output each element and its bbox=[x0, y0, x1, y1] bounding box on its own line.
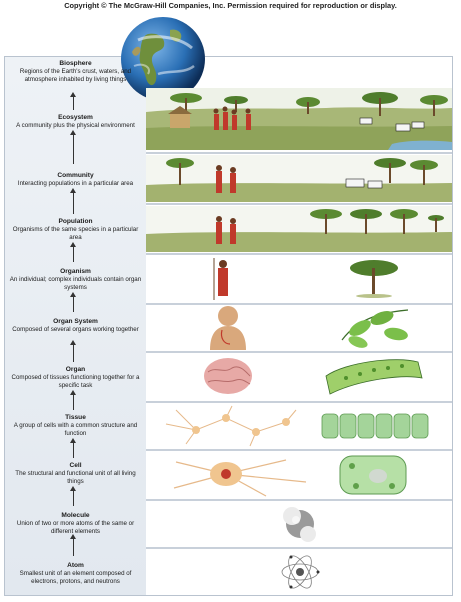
cell-illustration bbox=[146, 452, 452, 498]
level-description: Regions of the Earth's crust, waters, an… bbox=[19, 68, 132, 83]
arrow-icon bbox=[70, 534, 76, 556]
level-organ-system: Organ System Composed of several organs … bbox=[5, 318, 146, 334]
level-cell: Cell The structural and functional unit … bbox=[5, 462, 146, 485]
earth-globe-illustration bbox=[121, 17, 205, 101]
level-description: Organisms of the same species in a parti… bbox=[12, 226, 139, 241]
divider bbox=[146, 449, 452, 451]
divider bbox=[146, 303, 452, 305]
divider bbox=[146, 203, 452, 205]
community-illustration bbox=[146, 155, 452, 202]
arrow-icon bbox=[70, 340, 76, 362]
divider bbox=[146, 351, 452, 353]
arrow-icon bbox=[70, 242, 76, 262]
arrow-icon bbox=[70, 438, 76, 458]
levels-sidebar bbox=[5, 57, 146, 595]
level-title: Tissue bbox=[65, 414, 86, 421]
level-molecule: Molecule Union of two or more atoms of t… bbox=[5, 512, 146, 535]
copyright-notice: Copyright © The McGraw-Hill Companies, I… bbox=[64, 1, 397, 10]
level-biosphere: Biosphere Regions of the Earth's crust, … bbox=[5, 60, 146, 83]
arrow-icon bbox=[70, 390, 76, 410]
arrow-icon bbox=[70, 188, 76, 214]
level-community: Community Interacting populations in a p… bbox=[5, 172, 146, 188]
level-title: Molecule bbox=[61, 512, 90, 519]
population-illustration bbox=[146, 206, 452, 252]
level-description: Interacting populations in a particular … bbox=[17, 180, 134, 187]
divider bbox=[146, 401, 452, 403]
level-title: Organism bbox=[60, 268, 91, 275]
organ-illustration bbox=[146, 354, 452, 400]
level-title: Cell bbox=[69, 462, 82, 469]
level-title: Biosphere bbox=[59, 60, 92, 67]
level-description: A group of cells with a common structure… bbox=[13, 422, 138, 437]
level-title: Organ bbox=[65, 366, 86, 373]
level-description: A community plus the physical environmen… bbox=[16, 122, 135, 129]
level-description: Smallest unit of an element composed of … bbox=[19, 570, 132, 585]
level-description: An individual; complex individuals conta… bbox=[9, 276, 142, 291]
level-ecosystem: Ecosystem A community plus the physical … bbox=[5, 114, 146, 130]
tissue-illustration bbox=[146, 404, 452, 448]
arrow-icon bbox=[70, 292, 76, 312]
level-title: Population bbox=[58, 218, 93, 225]
arrow-icon bbox=[70, 130, 76, 164]
organ-system-illustration bbox=[146, 306, 452, 350]
divider bbox=[146, 499, 452, 501]
level-description: Composed of several organs working toget… bbox=[12, 326, 139, 333]
organism-illustration bbox=[146, 256, 452, 302]
level-title: Atom bbox=[67, 562, 84, 569]
level-title: Ecosystem bbox=[58, 114, 93, 121]
level-tissue: Tissue A group of cells with a common st… bbox=[5, 414, 146, 437]
level-description: Composed of tissues functioning together… bbox=[11, 374, 140, 389]
divider bbox=[146, 152, 452, 154]
level-atom: Atom Smallest unit of an element compose… bbox=[5, 562, 146, 585]
level-organism: Organism An individual; complex individu… bbox=[5, 268, 146, 291]
level-organ: Organ Composed of tissues functioning to… bbox=[5, 366, 146, 389]
level-population: Population Organisms of the same species… bbox=[5, 218, 146, 241]
level-description: Union of two or more atoms of the same o… bbox=[16, 520, 135, 535]
level-description: The structural and functional unit of al… bbox=[15, 470, 136, 485]
ecosystem-illustration bbox=[146, 88, 452, 150]
arrow-icon bbox=[70, 92, 76, 110]
divider bbox=[146, 253, 452, 255]
molecule-illustration bbox=[146, 502, 452, 546]
divider bbox=[146, 547, 452, 549]
arrow-icon bbox=[70, 486, 76, 506]
level-title: Organ System bbox=[53, 318, 98, 325]
atom-illustration bbox=[146, 550, 452, 594]
level-title: Community bbox=[57, 172, 94, 179]
